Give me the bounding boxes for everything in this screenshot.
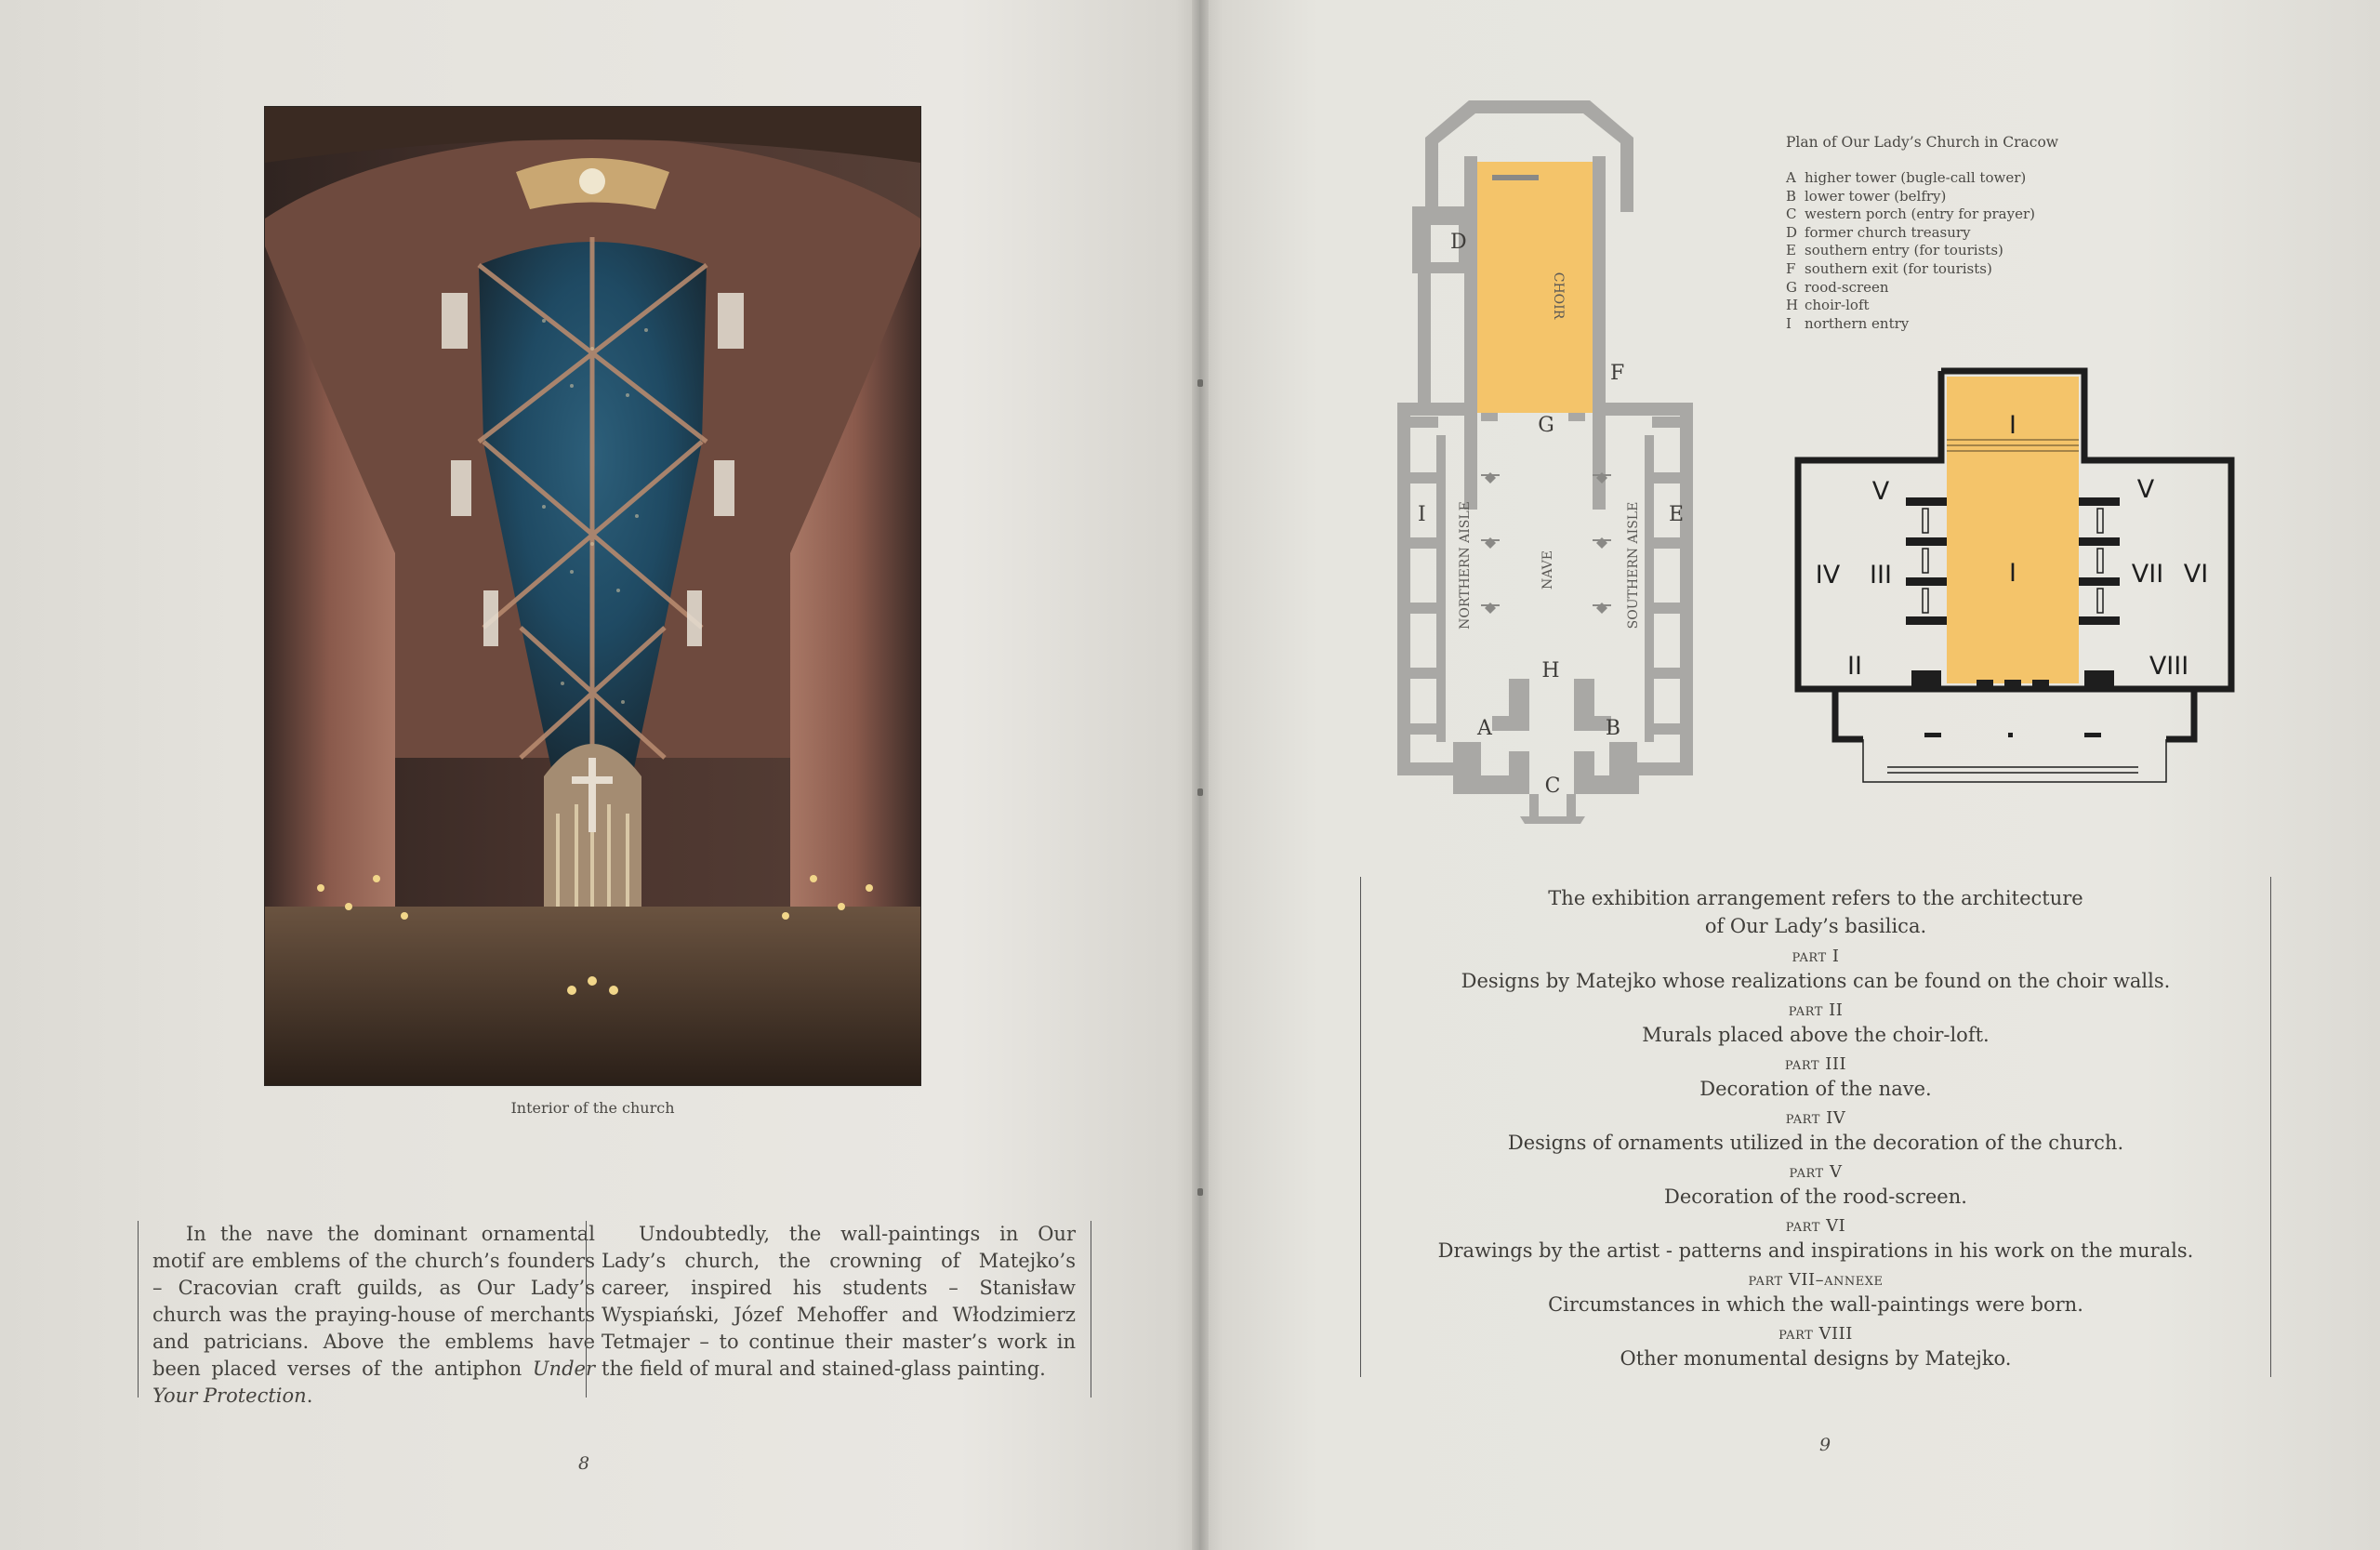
plan-label-choir: CHOIR bbox=[1551, 272, 1566, 320]
plan-letter-a: A bbox=[1476, 717, 1493, 740]
plan-letter-g: G bbox=[1538, 414, 1554, 437]
part-description: Decoration of the nave. bbox=[1699, 1078, 1932, 1100]
exhibition-part: part I Designs by Matejko whose realizat… bbox=[1361, 946, 2270, 994]
plan-letter-e: E bbox=[1669, 503, 1684, 526]
plan-letter-c: C bbox=[1545, 775, 1561, 798]
part-label: part V bbox=[1789, 1162, 1843, 1182]
part-description: Designs by Matejko whose realizations ca… bbox=[1461, 970, 2171, 992]
schema-part-vii: VII bbox=[2132, 560, 2163, 589]
part-label: part II bbox=[1788, 1000, 1844, 1020]
antiphon-title: Under Your Protection bbox=[152, 1358, 595, 1407]
staple bbox=[1197, 379, 1203, 387]
plan-letter-f: F bbox=[1610, 362, 1624, 385]
photo-caption: Interior of the church bbox=[510, 1099, 675, 1117]
text-column-left: In the nave the dominant ornamental moti… bbox=[138, 1221, 595, 1407]
schema-part-ii: II bbox=[1847, 652, 1862, 681]
plan-title: Plan of Our Lady’s Church in Cracow bbox=[1786, 134, 2059, 151]
part-description: Circumstances in which the wall-painting… bbox=[1548, 1293, 2083, 1316]
text-column-right: Undoubtedly, the wall-paintings in Our L… bbox=[586, 1221, 1091, 1398]
schema-part-v-right: V bbox=[2137, 475, 2155, 504]
exhibition-arrangement: The exhibition arrangement refers to the… bbox=[1360, 877, 2271, 1377]
exhibition-intro: The exhibition arrangement refers to the… bbox=[1548, 887, 2083, 937]
exhibition-part: part VII–annexe Circumstances in which t… bbox=[1361, 1269, 2270, 1318]
part-label: part VII–annexe bbox=[1748, 1270, 1884, 1290]
part-description: Designs of ornaments utilized in the dec… bbox=[1507, 1132, 2124, 1154]
exhibition-part: part IV Designs of ornaments utilized in… bbox=[1361, 1107, 2270, 1156]
schema-part-iv: IV bbox=[1816, 561, 1841, 590]
page-number-right: 9 bbox=[1819, 1435, 1831, 1455]
schema-part-iii: III bbox=[1870, 561, 1892, 590]
exhibition-part: part VIII Other monumental designs by Ma… bbox=[1361, 1323, 2270, 1371]
part-label: part I bbox=[1792, 947, 1840, 966]
column-a-end: . bbox=[306, 1384, 313, 1407]
church-interior-photo bbox=[265, 107, 920, 1085]
schema-part-vi: VI bbox=[2184, 560, 2208, 589]
part-label: part VI bbox=[1785, 1216, 1846, 1236]
schema-part-v-left: V bbox=[1872, 477, 1890, 506]
plan-label-northern-aisle: NORTHERN AISLE bbox=[1458, 501, 1473, 629]
plan-letter-h: H bbox=[1541, 659, 1559, 682]
staple bbox=[1197, 788, 1203, 796]
part-label: part IV bbox=[1785, 1108, 1846, 1128]
part-description: Drawings by the artist - patterns and in… bbox=[1437, 1239, 2194, 1262]
plan-letter-b: B bbox=[1606, 717, 1620, 740]
schema-part-i-top: I bbox=[2009, 411, 2016, 440]
exhibition-part: part VI Drawings by the artist - pattern… bbox=[1361, 1215, 2270, 1264]
exhibition-part: part V Decoration of the rood-screen. bbox=[1361, 1161, 2270, 1210]
plan-label-nave: NAVE bbox=[1540, 550, 1555, 590]
part-description: Decoration of the rood-screen. bbox=[1664, 1186, 1967, 1208]
part-label: part III bbox=[1784, 1054, 1847, 1074]
part-label: part VIII bbox=[1778, 1324, 1853, 1344]
part-description: Other monumental designs by Matejko. bbox=[1620, 1347, 2012, 1370]
church-floor-plan: D F G I E H A B C CHOIR NAVE NORTHERN AI… bbox=[1390, 100, 1715, 829]
staple bbox=[1197, 1188, 1203, 1196]
schema-part-viii: VIII bbox=[2149, 652, 2188, 681]
book-gutter bbox=[1192, 0, 1209, 1550]
schema-part-i-center: I bbox=[2009, 559, 2016, 588]
page-number-left: 8 bbox=[578, 1453, 590, 1474]
right-page bbox=[1199, 0, 2380, 1550]
column-b-text: Undoubtedly, the wall-paintings in Our L… bbox=[602, 1223, 1076, 1380]
exhibition-schema: I I V V IV III VII VI II VIII bbox=[1794, 367, 2236, 794]
column-a-text: In the nave the dominant ornamental moti… bbox=[152, 1223, 595, 1380]
plan-letter-i: I bbox=[1418, 503, 1426, 526]
plan-label-southern-aisle: SOUTHERN AISLE bbox=[1626, 502, 1641, 629]
part-description: Murals placed above the choir-loft. bbox=[1642, 1024, 1990, 1046]
exhibition-part: part III Decoration of the nave. bbox=[1361, 1053, 2270, 1102]
plan-letter-d: D bbox=[1450, 231, 1467, 254]
exhibition-part: part II Murals placed above the choir-lo… bbox=[1361, 1000, 2270, 1048]
